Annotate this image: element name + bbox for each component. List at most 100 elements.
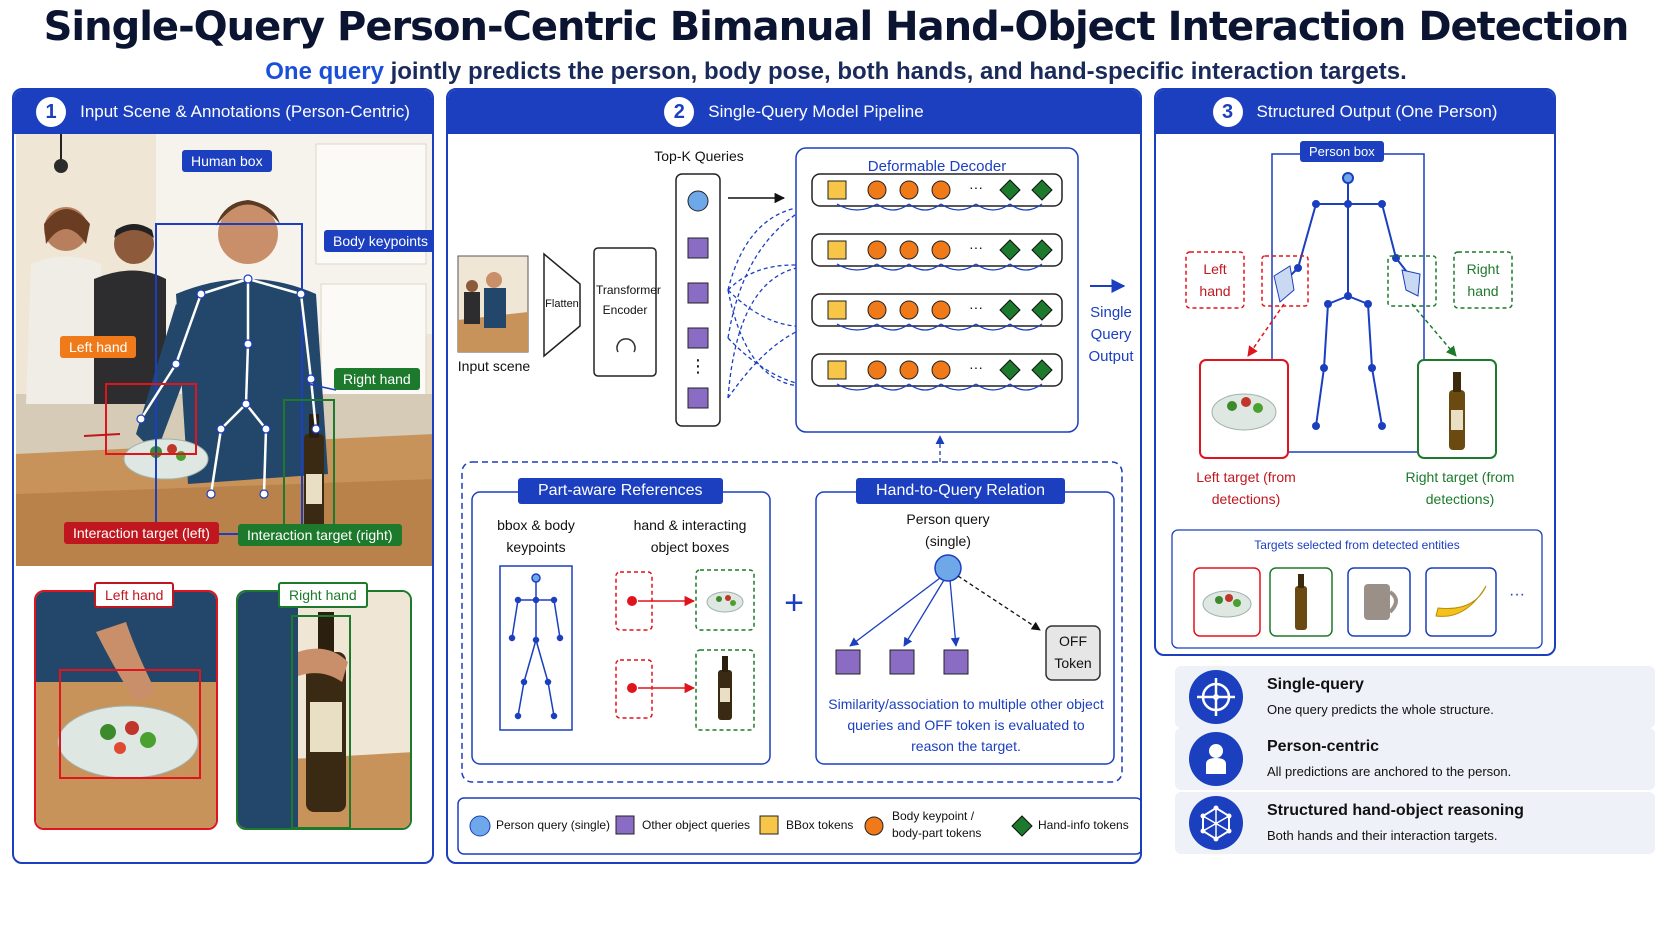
decoder-row-ellipsis: ···	[969, 179, 983, 195]
feature-structured-reasoning: Structured hand-object reasoning Both ha…	[1175, 792, 1655, 854]
keypoint-token	[899, 360, 919, 380]
hand-info-token	[1031, 359, 1053, 381]
legend-body-keypoint-tokens: Body keypoint / body-part tokens	[892, 809, 982, 840]
keypoint-token	[867, 300, 887, 320]
bbox-token	[827, 180, 847, 200]
deformable-decoder-label: Deformable Decoder	[867, 158, 1007, 175]
more-targets-ellipsis: ···	[1509, 586, 1525, 603]
keypoint-token	[899, 180, 919, 200]
feature-single-query: Single-query One query predicts the whol…	[1175, 666, 1655, 728]
keypoint-token	[867, 360, 887, 380]
transformer-encoder-label: Transformer Encoder	[596, 283, 661, 317]
hand-info-token	[999, 179, 1021, 201]
panel-3-number: 3	[1212, 97, 1243, 127]
hand-info-token	[1031, 299, 1053, 321]
crop-label-right-hand: Right hand	[278, 582, 368, 608]
keypoint-token	[899, 300, 919, 320]
subtitle-highlight: One query	[265, 58, 384, 85]
feature-title: Structured hand-object reasoning	[1267, 802, 1524, 819]
decoder-row-ellipsis: ···	[969, 359, 983, 375]
hand-info-token	[1031, 239, 1053, 261]
keypoint-token	[899, 240, 919, 260]
label-right-hand: Right hand	[334, 368, 420, 390]
legend-person-query: Person query (single)	[496, 818, 611, 832]
feature-person-centric: Person-centric All predictions are ancho…	[1175, 728, 1655, 790]
part-aware-col2-label: hand & interacting object boxes	[633, 517, 747, 555]
person-box-label: Person box	[1300, 141, 1384, 162]
label-interaction-target-right: Interaction target (right)	[238, 524, 402, 546]
right-hand-label: Right hand	[1466, 261, 1500, 299]
part-aware-references-title: Part-aware References	[518, 478, 723, 504]
input-scene-label: Input scene	[457, 358, 531, 374]
pipeline-diagram	[457, 147, 1140, 855]
keypoint-token	[867, 240, 887, 260]
part-aware-col1-label: bbox & body keypoints	[497, 517, 575, 555]
panel-structured-output: 3 Structured Output (One Person)	[1154, 88, 1556, 656]
hand-info-token	[1031, 179, 1053, 201]
flatten-label: Flatten	[545, 298, 579, 310]
feature-desc: All predictions are anchored to the pers…	[1267, 764, 1512, 779]
token-attention-arcs	[836, 323, 1043, 331]
label-human-box: Human box	[182, 150, 272, 172]
feature-title: Single-query	[1267, 676, 1364, 693]
keypoint-token	[867, 180, 887, 200]
query-stack-vdots: ⋮	[689, 356, 707, 376]
structured-output-diagram	[1171, 153, 1543, 649]
token-attention-arcs	[836, 203, 1043, 211]
panel-model-pipeline: 2 Single-Query Model Pipeline	[446, 88, 1142, 864]
kitchen-scene-illustration	[16, 134, 432, 566]
bbox-token	[827, 240, 847, 260]
right-hand-crop-image	[238, 592, 410, 828]
right-target-label: Right target (from detections)	[1405, 469, 1515, 507]
hand-info-token	[999, 299, 1021, 321]
subtitle-text: jointly predicts the person, body pose, …	[383, 58, 1407, 85]
label-left-hand: Left hand	[60, 336, 137, 358]
label-body-keypoints: Body keypoints	[324, 230, 432, 252]
label-interaction-target-left: Interaction target (left)	[64, 522, 219, 544]
keypoint-token	[931, 360, 951, 380]
top-k-queries-label: Top-K Queries	[654, 148, 744, 164]
bbox-token	[827, 300, 847, 320]
feature-desc: Both hands and their interaction targets…	[1267, 828, 1498, 843]
page-subtitle: One query jointly predicts the person, b…	[0, 58, 1672, 86]
panel-1-number: 1	[36, 97, 67, 127]
plus-sign: +	[784, 584, 804, 622]
crop-label-left-hand: Left hand	[94, 582, 175, 608]
panel-2-header: 2 Single-Query Model Pipeline	[448, 90, 1140, 134]
single-query-output-label: Single Query Output	[1088, 304, 1134, 365]
crosshair-icon	[1189, 670, 1243, 724]
left-hand-crop	[34, 590, 218, 830]
decoder-row-ellipsis: ···	[969, 299, 983, 315]
legend-other-object-queries: Other object queries	[642, 818, 751, 832]
relation-caption: Similarity/association to multiple other…	[828, 696, 1104, 754]
keypoint-token	[931, 240, 951, 260]
network-cube-icon	[1189, 796, 1243, 850]
off-token-label: OFF Token	[1054, 633, 1092, 671]
decoder-row-ellipsis: ···	[969, 239, 983, 255]
bbox-token	[827, 360, 847, 380]
hand-info-token	[999, 359, 1021, 381]
keypoint-token	[931, 300, 951, 320]
person-icon	[1189, 732, 1243, 786]
token-attention-arcs	[836, 263, 1043, 271]
panel-2-title: Single-Query Model Pipeline	[708, 102, 924, 121]
panel-3-title: Structured Output (One Person)	[1256, 102, 1498, 121]
legend-bbox-tokens: BBox tokens	[786, 818, 854, 832]
hand-info-token	[999, 239, 1021, 261]
right-hand-crop	[236, 590, 412, 830]
legend-hand-info-tokens: Hand-info tokens	[1038, 818, 1129, 832]
feature-desc: One query predicts the whole structure.	[1267, 702, 1494, 717]
token-attention-arcs	[836, 383, 1043, 391]
person-query-label: Person query (single)	[906, 511, 990, 549]
panel-3-header: 3 Structured Output (One Person)	[1156, 90, 1554, 134]
hand-to-query-relation-title: Hand-to-Query Relation	[856, 478, 1065, 504]
left-hand-label: Left hand	[1199, 261, 1231, 299]
left-hand-crop-image	[36, 592, 216, 828]
keypoint-token	[931, 180, 951, 200]
page-title: Single-Query Person-Centric Bimanual Han…	[43, 4, 1630, 50]
panel-2-number: 2	[664, 97, 695, 127]
panel-input-scene: 1 Input Scene & Annotations (Person-Cent…	[12, 88, 434, 864]
panel-1-header: 1 Input Scene & Annotations (Person-Cent…	[14, 90, 432, 134]
targets-caption: Targets selected from detected entities	[1254, 538, 1460, 552]
panel-1-title: Input Scene & Annotations (Person-Centri…	[80, 102, 410, 121]
